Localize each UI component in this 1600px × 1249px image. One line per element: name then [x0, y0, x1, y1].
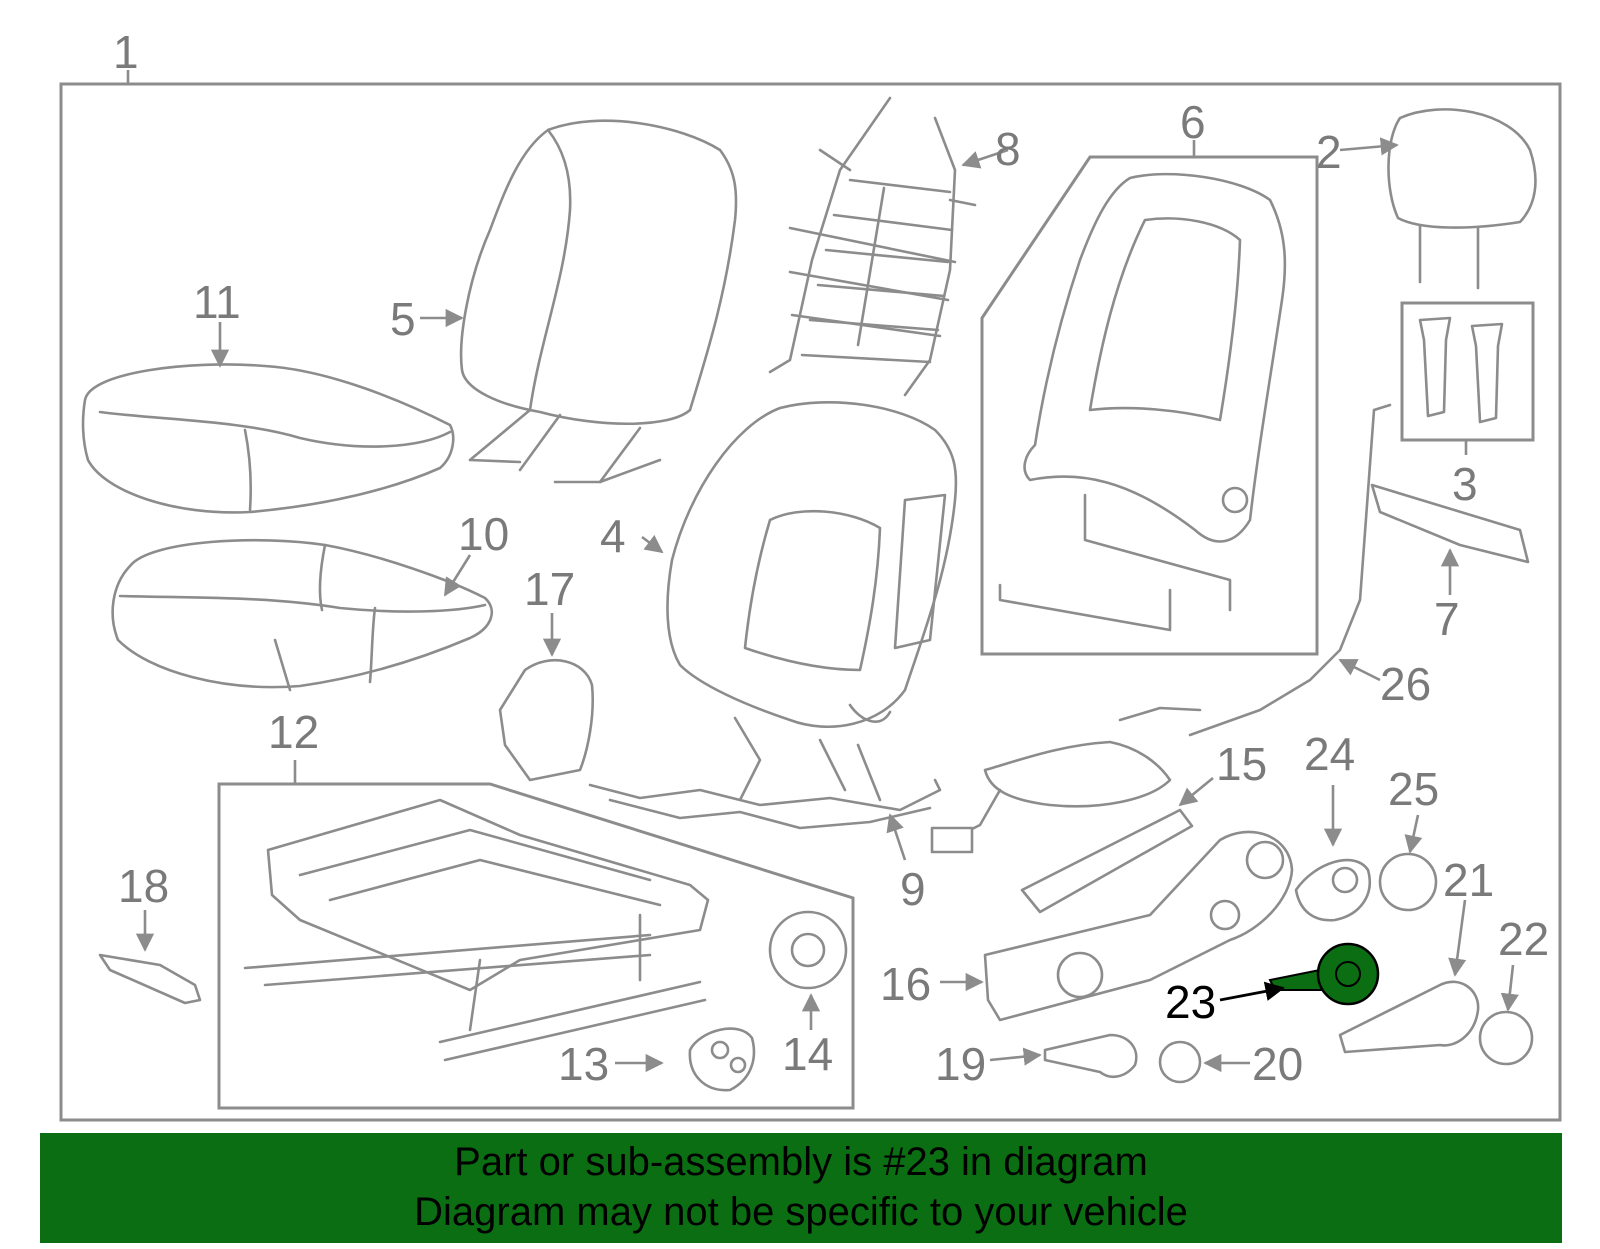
callout-13: 13 [558, 1038, 609, 1090]
callout-17: 17 [524, 563, 575, 615]
subassembly-6-frame [980, 155, 1319, 656]
subassembly-12-frame [217, 782, 855, 1110]
callout-6: 6 [1180, 96, 1206, 148]
part-25-cap [1378, 852, 1438, 912]
callout-10: 10 [458, 508, 509, 560]
part-23-handle-highlighted [1268, 942, 1380, 1006]
part-14-motor [768, 910, 848, 990]
part-19-handle [1043, 1033, 1138, 1079]
part-17-recliner-cover [498, 659, 594, 782]
callout-3: 3 [1452, 458, 1478, 510]
part-6-seatback-frame [998, 172, 1287, 632]
part-13-motor [688, 1027, 756, 1092]
part-9-cushion-suspension [588, 716, 942, 830]
subassembly-3-frame [1400, 301, 1535, 442]
callout-20: 20 [1252, 1038, 1303, 1090]
part-5-seatback-cover [459, 119, 738, 484]
part-3-guides [1418, 316, 1504, 424]
part-8-suspension-mat [768, 96, 977, 397]
callout-8: 8 [995, 123, 1021, 175]
callout-24: 24 [1304, 728, 1355, 780]
callout-23: 23 [1165, 976, 1216, 1028]
callout-15: 15 [1216, 738, 1267, 790]
callout-9: 9 [900, 863, 926, 915]
part-24-knob [1294, 858, 1371, 922]
banner-line-2: Diagram may not be specific to your vehi… [414, 1190, 1188, 1234]
part-2-head-restraint [1387, 108, 1537, 290]
part-26-harness [1188, 403, 1392, 737]
part-21-handle [1338, 980, 1480, 1054]
part-10-cushion-pad [111, 538, 494, 692]
callout-7: 7 [1434, 593, 1460, 645]
callout-21: 21 [1443, 854, 1494, 906]
info-banner: Part or sub-assembly is #23 in diagram D… [40, 1133, 1562, 1243]
part-16-side-shield [983, 830, 1294, 1022]
callout-26: 26 [1380, 658, 1431, 710]
part-18-trim-cover [98, 953, 202, 1005]
banner-line-1: Part or sub-assembly is #23 in diagram [454, 1140, 1148, 1184]
part-22-cap [1478, 1010, 1534, 1066]
callout-18: 18 [118, 860, 169, 912]
callout-22: 22 [1498, 913, 1549, 965]
callout-5: 5 [390, 293, 416, 345]
callout-19: 19 [935, 1038, 986, 1090]
part-15-main-harness [930, 706, 1202, 914]
part-11-cushion-cover [81, 363, 455, 514]
callout-12: 12 [268, 706, 319, 758]
callout-16: 16 [880, 958, 931, 1010]
part-7-bracket [1370, 483, 1530, 564]
outer-frame [59, 82, 1562, 1122]
callout-2: 2 [1316, 126, 1342, 178]
callout-25: 25 [1388, 763, 1439, 815]
callout-1: 1 [113, 26, 139, 78]
part-20-cap [1158, 1040, 1202, 1084]
part-4-seatback-pad [666, 400, 958, 728]
callout-14: 14 [782, 1028, 833, 1080]
part-12-seat-adjuster [243, 798, 710, 1062]
callout-4: 4 [600, 510, 626, 562]
callout-11: 11 [193, 276, 241, 328]
